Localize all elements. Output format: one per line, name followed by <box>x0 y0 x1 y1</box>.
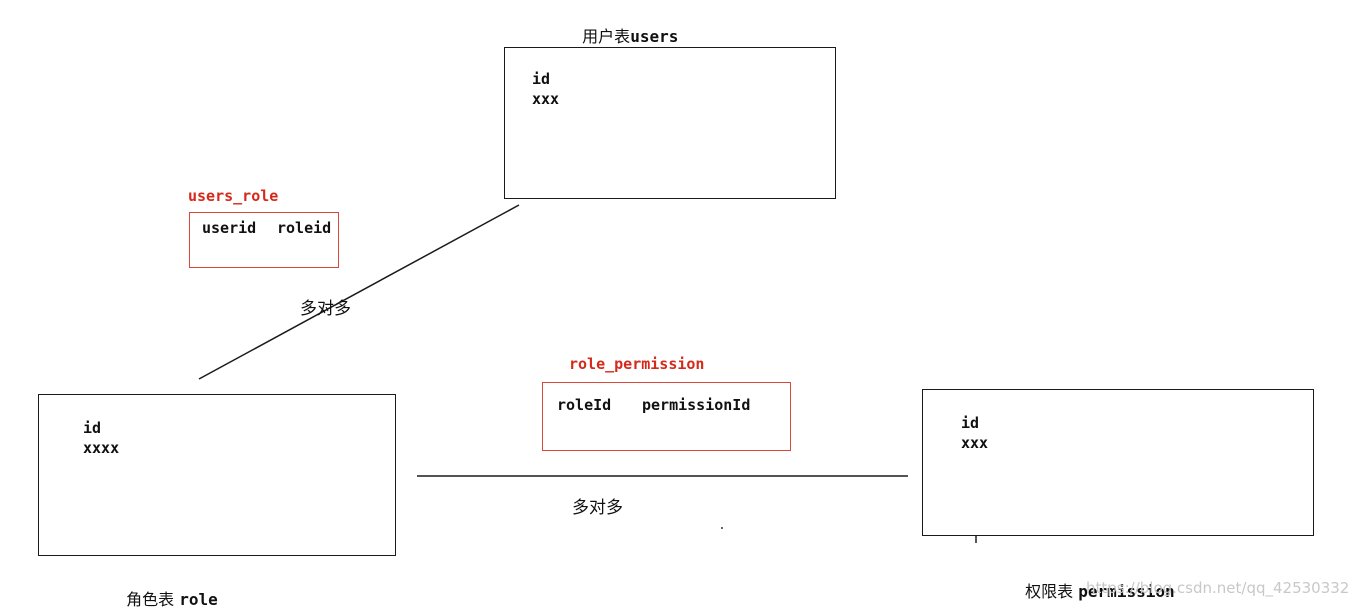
users-role-connector <box>198 204 520 380</box>
permission-field-xxx: xxx <box>961 434 989 452</box>
users-table-title: 用户表users <box>572 4 678 47</box>
watermark-text: https://blog.csdn.net/qq_42530332 <box>1086 579 1349 597</box>
permission-table: id xxx <box>922 389 1314 536</box>
users-role-relation-label: 多对多 <box>300 299 351 319</box>
role-field-id: id <box>83 419 102 437</box>
users-role-table: userid roleid <box>189 212 339 268</box>
role-permission-permissionid: permissionId <box>642 396 751 414</box>
role-title-en: role <box>179 590 218 609</box>
permission-field-id: id <box>961 414 980 432</box>
users-field-xxx: xxx <box>532 90 560 108</box>
users-table: id xxx <box>504 47 836 199</box>
users-field-id: id <box>532 70 551 88</box>
users-title-en: users <box>630 27 679 46</box>
users-role-roleid: roleid <box>277 219 332 237</box>
role-permission-table: roleId permissionId <box>542 382 791 451</box>
role-permission-relation-label: 多对多 <box>572 498 623 518</box>
users-role-title: users_role <box>188 187 279 205</box>
stray-dot <box>721 527 723 529</box>
users-role-userid: userid <box>202 219 257 237</box>
role-title-cn: 角色表 <box>126 590 175 609</box>
permission-title-en: permission <box>1078 582 1175 601</box>
permission-title-cn: 权限表 <box>1025 582 1074 601</box>
role-permission-title: role_permission <box>569 355 705 373</box>
role-permission-roleid: roleId <box>557 396 612 414</box>
role-field-xxxx: xxxx <box>83 439 120 457</box>
permission-table-title: 权限表 permission <box>1015 559 1175 602</box>
role-table-title: 角色表 role <box>116 567 218 610</box>
users-title-cn: 用户表 <box>582 27 631 46</box>
role-table: id xxxx <box>38 394 396 556</box>
